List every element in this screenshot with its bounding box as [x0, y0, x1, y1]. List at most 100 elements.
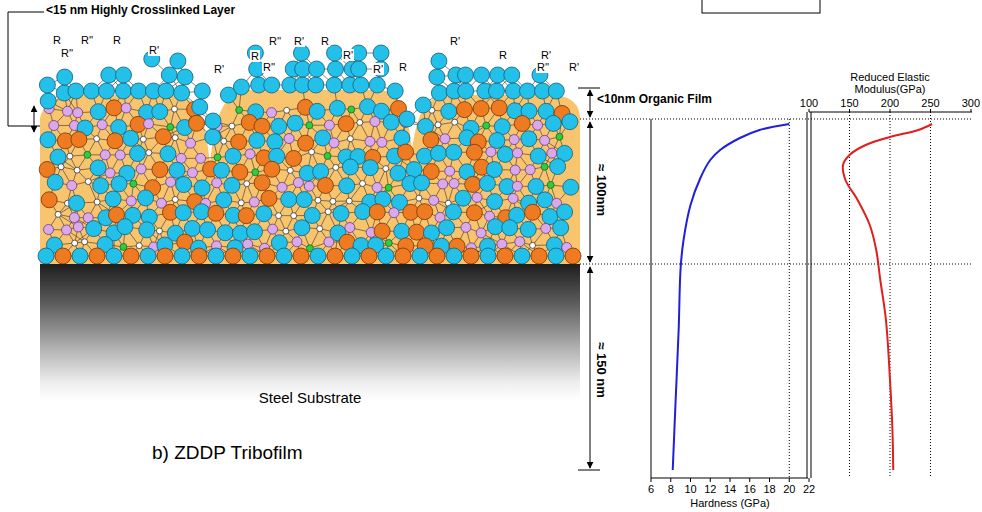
atom-circle [525, 204, 541, 220]
atom-circle [512, 181, 522, 191]
tick-label: 6 [648, 483, 654, 495]
atom-circle [68, 83, 84, 99]
atom-circle [294, 220, 310, 236]
atom-circle [465, 176, 481, 192]
dotted-guide [580, 264, 972, 265]
atom-circle [435, 122, 441, 128]
tick-label: 22 [803, 483, 815, 495]
atom-circle [325, 209, 331, 215]
atom-circle [315, 130, 331, 146]
atom-circle [497, 146, 513, 162]
atom-circle [152, 162, 168, 178]
group-label: R'' [262, 61, 276, 73]
atom-circle [126, 196, 136, 206]
atom-circle [264, 161, 280, 177]
atom-circle [347, 136, 353, 142]
atom-circle [515, 237, 525, 247]
atom-circle [41, 192, 57, 208]
atom-circle [548, 83, 564, 99]
atom-circle [40, 132, 56, 148]
tick-label: 300 [962, 97, 980, 109]
atom-circle [267, 108, 277, 118]
atom-circle [389, 208, 399, 218]
atom-circle [254, 175, 270, 191]
atom-circle [254, 118, 270, 134]
axis-tick [730, 478, 731, 482]
atom-circle [556, 133, 563, 140]
atom-circle [348, 106, 355, 113]
atom-circle [47, 174, 63, 190]
atom-circle [187, 168, 197, 178]
atom-circle [174, 85, 190, 101]
atom-circle [547, 148, 557, 158]
atom-circle [353, 77, 369, 93]
atom-circle [369, 77, 385, 93]
atom-circle [497, 239, 507, 249]
atom-circle [333, 164, 339, 170]
tick-label: 18 [763, 483, 775, 495]
atom-circle [73, 108, 83, 118]
atom-circle [344, 248, 360, 264]
atom-circle [487, 194, 503, 210]
atom-circle [176, 153, 186, 163]
atom-circle [486, 147, 496, 157]
atom-circle [417, 204, 433, 220]
atom-circle [324, 237, 334, 247]
atom-circle [89, 248, 105, 264]
atom-circle [72, 248, 88, 264]
thickness-arrow [590, 267, 591, 468]
atom-circle [317, 226, 323, 232]
axis-tick [769, 478, 770, 482]
tick-label: 20 [783, 483, 795, 495]
atom-circle [117, 219, 133, 235]
axis-marks [651, 108, 971, 482]
atom-circle [328, 61, 344, 77]
atom-circle [456, 102, 472, 118]
tick-label: 12 [704, 483, 716, 495]
atom-circle [205, 113, 221, 129]
atom-circle [370, 117, 380, 127]
atom-circle [259, 248, 275, 264]
atom-circle [530, 148, 546, 164]
axis-tick [789, 478, 790, 482]
atom-circle [531, 248, 547, 264]
atom-circle [90, 104, 106, 120]
extent-tick [578, 470, 600, 471]
axis-tick [710, 478, 711, 482]
empty-frame [702, 0, 820, 13]
atom-circle [458, 83, 474, 99]
atom-circle [196, 153, 206, 163]
modulus-curve [843, 124, 932, 470]
atom-circle [476, 228, 486, 238]
atom-circle [84, 151, 91, 158]
atom-circle [309, 61, 325, 77]
dotted-guide [930, 112, 931, 478]
atom-circle [193, 204, 209, 220]
atom-circle [242, 248, 258, 264]
atom-circle [504, 67, 520, 83]
atom-circle [489, 132, 505, 148]
atom-circle [140, 248, 156, 264]
atom-circle [105, 191, 121, 207]
atom-circle [106, 100, 122, 116]
layer-label: <15 nm Highly Crosslinked Layer [46, 4, 235, 17]
atom-circle [512, 148, 522, 158]
atom-circle [287, 115, 303, 131]
atom-circle [365, 136, 375, 146]
atom-circle [39, 77, 55, 93]
group-label: R [498, 49, 508, 61]
atom-circle [445, 204, 461, 220]
atom-circle [563, 179, 579, 195]
axis-tick [749, 478, 750, 482]
atom-circle [346, 198, 352, 204]
atom-circle [399, 111, 415, 127]
atom-circle [264, 77, 280, 93]
atom-circle [140, 136, 146, 142]
atom-circle [466, 205, 482, 221]
atom-circle [357, 119, 363, 125]
atom-circle [146, 150, 152, 156]
atom-circle [466, 144, 482, 160]
atom-circle [194, 83, 210, 99]
atom-circle [176, 177, 192, 193]
